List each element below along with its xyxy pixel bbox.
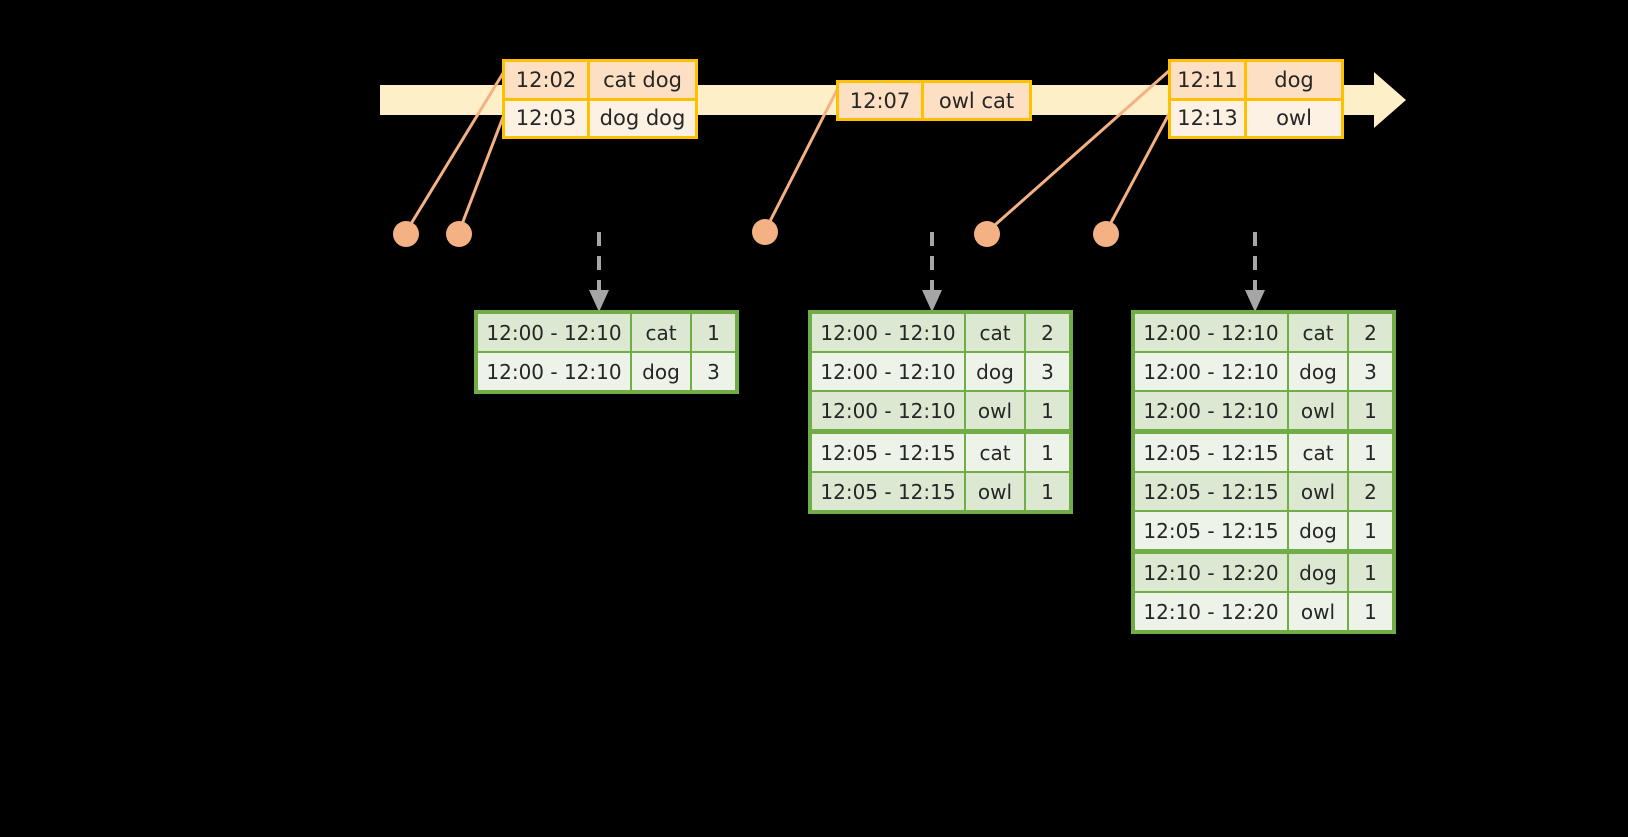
event-group-1[interactable]: 12:02 cat dog 12:03 dog dog (502, 59, 698, 139)
connector-dot (393, 221, 419, 247)
window-cell: 12:05 - 12:15 (1135, 473, 1287, 510)
window-cell: 12:00 - 12:10 (1135, 314, 1287, 351)
dashed-arrow-to-table-1 (589, 232, 609, 312)
count-cell: 1 (1347, 593, 1392, 630)
window-cell: 12:00 - 12:10 (812, 353, 964, 390)
count-cell: 1 (1024, 392, 1069, 429)
count-cell: 2 (1347, 314, 1392, 351)
word-cell: cat (964, 434, 1024, 471)
event-row[interactable]: 12:07 owl cat (839, 83, 1029, 118)
window-cell: 12:00 - 12:10 (1135, 353, 1287, 390)
word-cell: dog (964, 353, 1024, 390)
window-cell: 12:05 - 12:15 (1135, 512, 1287, 549)
event-row[interactable]: 12:02 cat dog (505, 62, 695, 98)
word-cell: dog (1287, 353, 1347, 390)
connector-dot (1093, 221, 1119, 247)
count-cell: 1 (1347, 392, 1392, 429)
word-cell: owl (1287, 473, 1347, 510)
timeline-band-left (380, 85, 505, 115)
count-cell: 3 (1347, 353, 1392, 390)
count-cell: 1 (1347, 434, 1392, 471)
word-cell: dog (630, 353, 690, 390)
event-value: dog dog (587, 100, 695, 136)
event-row[interactable]: 12:03 dog dog (505, 97, 695, 136)
count-cell: 2 (1347, 473, 1392, 510)
event-group-3[interactable]: 12:11 dog 12:13 owl (1168, 59, 1344, 139)
event-time: 12:07 (839, 83, 921, 118)
event-row[interactable]: 12:11 dog (1171, 62, 1341, 98)
timeline-band-mid-a (695, 85, 840, 115)
event-value: owl cat (921, 83, 1029, 118)
connector-dot (446, 221, 472, 247)
count-cell: 1 (1347, 554, 1392, 591)
count-cell: 1 (1347, 512, 1392, 549)
word-cell: cat (1287, 434, 1347, 471)
window-cell: 12:00 - 12:10 (478, 353, 630, 390)
count-cell: 3 (690, 353, 735, 390)
count-cell: 1 (690, 314, 735, 351)
dashed-arrow-to-table-2 (922, 232, 942, 312)
word-cell: cat (964, 314, 1024, 351)
window-cell: 12:10 - 12:20 (1135, 554, 1287, 591)
count-cell: 3 (1024, 353, 1069, 390)
connector-dot (974, 221, 1000, 247)
count-cell: 1 (1024, 473, 1069, 510)
event-value: dog (1244, 62, 1341, 98)
event-time: 12:11 (1171, 62, 1244, 98)
count-cell: 2 (1024, 314, 1069, 351)
event-group-2[interactable]: 12:07 owl cat (836, 80, 1032, 121)
window-cell: 12:10 - 12:20 (1135, 593, 1287, 630)
window-cell: 12:05 - 12:15 (1135, 434, 1287, 471)
window-cell: 12:00 - 12:10 (1135, 392, 1287, 429)
event-time: 12:02 (505, 62, 587, 98)
window-cell: 12:00 - 12:10 (478, 314, 630, 351)
event-value: owl (1244, 100, 1341, 136)
word-cell: owl (1287, 392, 1347, 429)
event-row[interactable]: 12:13 owl (1171, 97, 1341, 136)
window-cell: 12:00 - 12:10 (812, 314, 964, 351)
event-time: 12:03 (505, 100, 587, 136)
dashed-arrow-to-table-3 (1245, 232, 1265, 312)
word-cell: owl (964, 392, 1024, 429)
timeline-arrowhead (1374, 72, 1406, 128)
word-cell: cat (1287, 314, 1347, 351)
connector-dot (752, 219, 778, 245)
event-value: cat dog (587, 62, 695, 98)
word-cell: dog (1287, 554, 1347, 591)
event-time: 12:13 (1171, 100, 1244, 136)
word-cell: owl (964, 473, 1024, 510)
window-cell: 12:00 - 12:10 (812, 392, 964, 429)
word-cell: owl (1287, 593, 1347, 630)
window-cell: 12:05 - 12:15 (812, 434, 964, 471)
word-cell: cat (630, 314, 690, 351)
word-cell: dog (1287, 512, 1347, 549)
window-cell: 12:05 - 12:15 (812, 473, 964, 510)
count-cell: 1 (1024, 434, 1069, 471)
